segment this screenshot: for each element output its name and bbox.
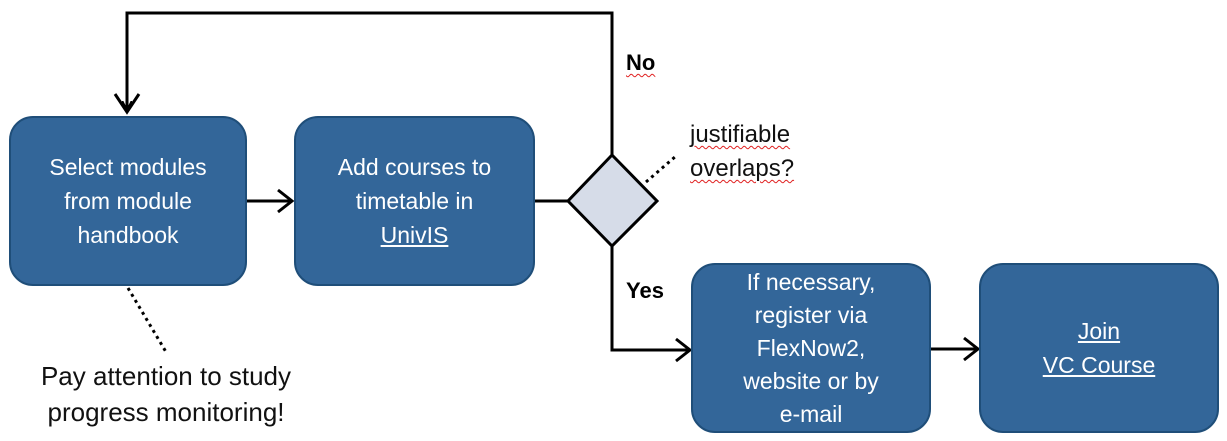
node-line: website or by: [743, 367, 879, 394]
decision-diamond: [565, 152, 660, 249]
node-register: If necessary, register via FlexNow2, web…: [691, 263, 931, 433]
node-line: Add courses to: [337, 154, 492, 180]
node-line: If necessary,: [746, 268, 876, 295]
node-line: FlexNow2,: [756, 334, 866, 361]
study-progress-note: Pay attention to study progress monitori…: [20, 358, 312, 430]
node-line: Select modules: [49, 154, 207, 180]
decision-note-line: justifiable: [690, 121, 791, 148]
note-dots: [126, 287, 168, 353]
node-select-modules: Select modules from module handbook: [9, 116, 247, 286]
node-add-courses: Add courses to timetable in UnivIS: [294, 116, 535, 286]
no-loop-arrow: [127, 11, 614, 155]
node-line: handbook: [77, 222, 179, 248]
decision-note: justifiable overlaps?: [690, 118, 794, 186]
note-line: Pay attention to study: [40, 361, 292, 391]
node-join-vc-course: Join VC Course: [979, 263, 1219, 433]
no-loop-arrowhead: [113, 93, 141, 115]
decision-note-line: overlaps?: [690, 155, 795, 182]
node-line: register via: [754, 301, 868, 328]
node-line: e-mail: [779, 400, 843, 427]
node-line: timetable in: [355, 188, 474, 214]
yes-label: Yes: [626, 278, 664, 303]
node-line: VC Course: [1042, 352, 1156, 378]
node-line: from module: [64, 188, 192, 214]
node-line: UnivIS: [380, 222, 449, 248]
yes-arrow: [610, 246, 688, 352]
note-line: progress monitoring!: [47, 397, 285, 427]
decision-note-dots: [645, 154, 677, 184]
node-line: Join: [1077, 318, 1121, 344]
no-label: No: [626, 50, 656, 75]
